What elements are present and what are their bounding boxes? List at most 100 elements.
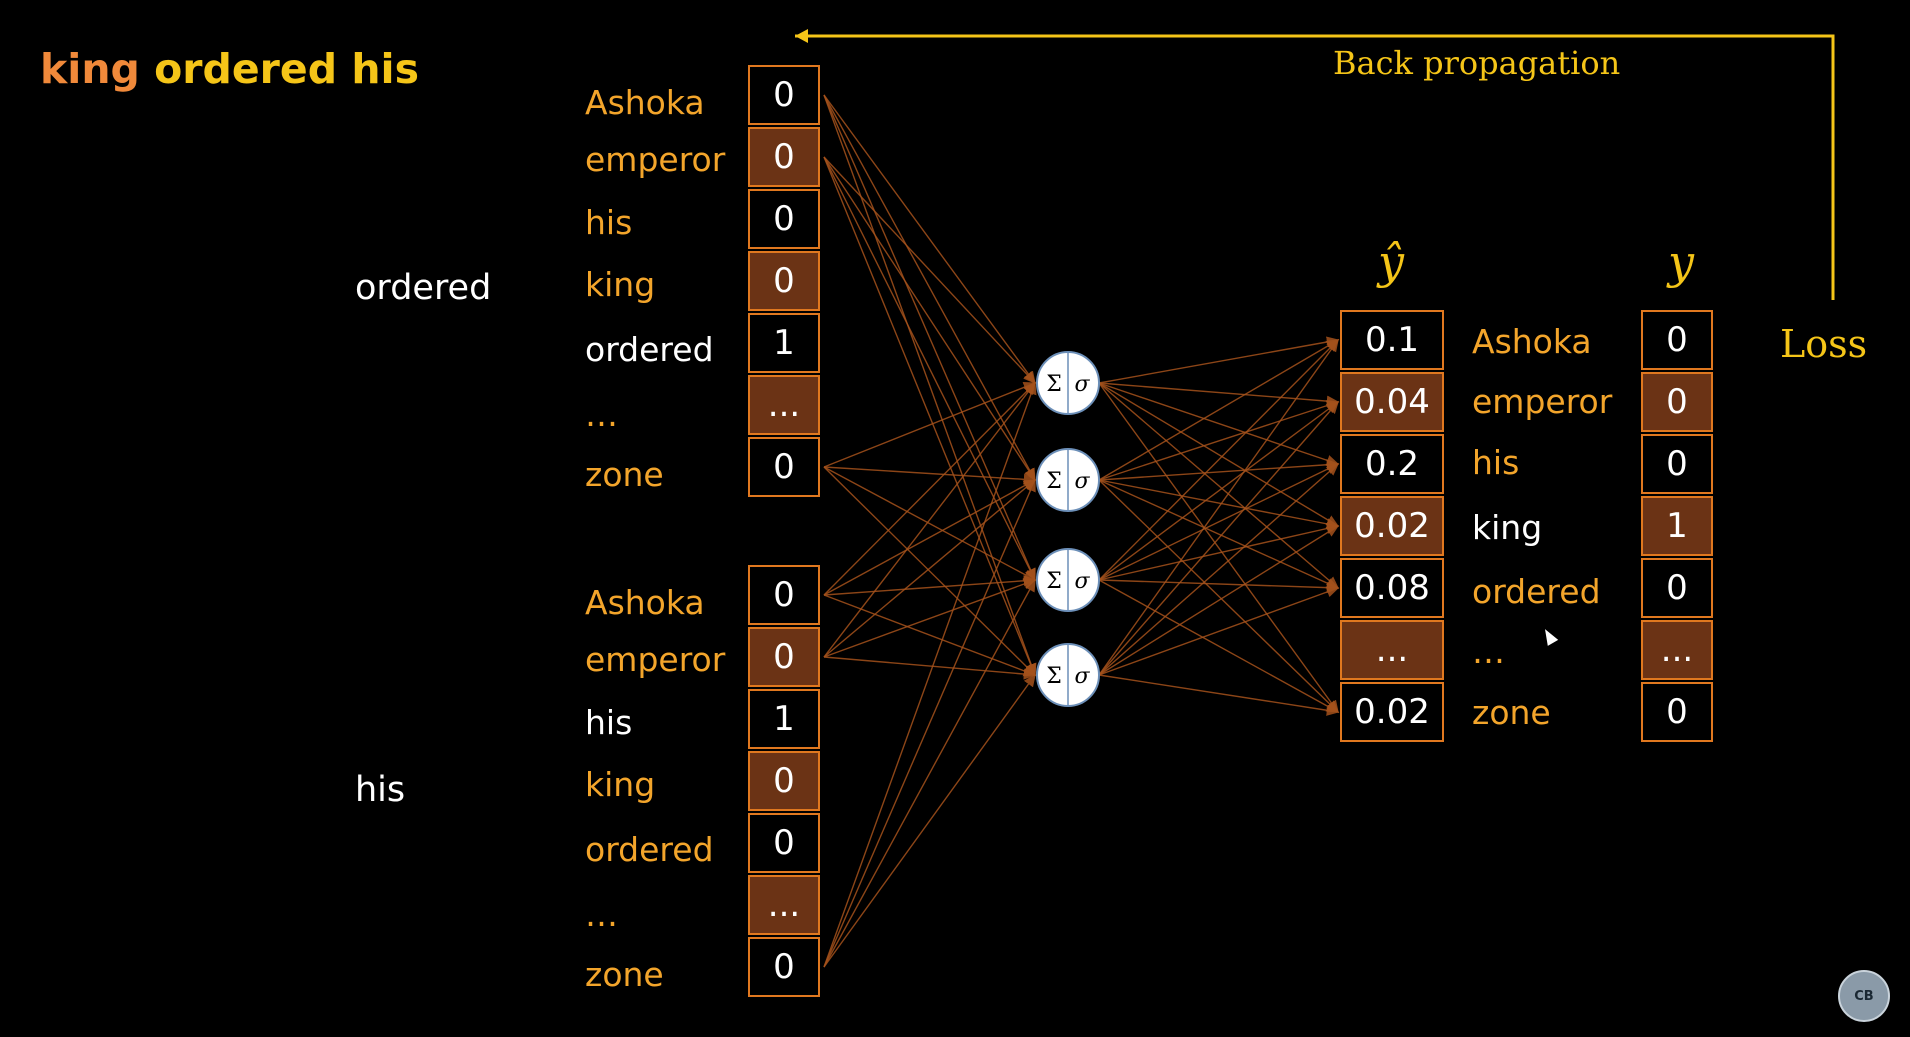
hidden-to-output-edge bbox=[1098, 382, 1340, 407]
hidden-to-output-edge bbox=[1098, 674, 1340, 716]
input-to-hidden-edge bbox=[823, 156, 1036, 385]
hidden-to-output-edge bbox=[1098, 579, 1340, 594]
loss-label: Loss bbox=[1780, 322, 1868, 366]
input-to-hidden-edge bbox=[823, 479, 1037, 596]
hidden-to-output-edge bbox=[1098, 463, 1340, 581]
input-cell: 0 bbox=[748, 813, 820, 873]
input-label: Ashoka bbox=[585, 83, 705, 122]
target-cell: 1 bbox=[1641, 496, 1713, 556]
target-cell: ... bbox=[1641, 620, 1713, 680]
input-to-hidden-edge bbox=[823, 156, 1036, 582]
sentence-word-target: king bbox=[40, 45, 140, 93]
hidden-to-output-edge bbox=[1098, 382, 1340, 527]
input-to-hidden-edge bbox=[823, 673, 1036, 968]
input-label: ordered bbox=[585, 330, 714, 369]
sentence-word-context-1: ordered bbox=[154, 45, 338, 93]
input-to-hidden-edge bbox=[823, 94, 1037, 677]
back-propagation-arrowhead bbox=[795, 29, 808, 43]
input-label: … bbox=[585, 395, 618, 434]
hidden-to-output-edge bbox=[1098, 400, 1340, 481]
input-to-hidden-edge bbox=[823, 381, 1037, 968]
neuron-activation-symbol: σ bbox=[1074, 469, 1090, 494]
sentence-word-context-2: his bbox=[351, 45, 419, 93]
input-to-hidden-edge bbox=[823, 575, 1037, 596]
back-propagation-label: Back propagation bbox=[1333, 44, 1621, 82]
input-cell: 0 bbox=[748, 751, 820, 811]
hidden-to-output-edge bbox=[1098, 463, 1340, 676]
hidden-to-output-edge bbox=[1098, 382, 1339, 714]
hidden-to-output-edge bbox=[1098, 479, 1340, 530]
input-to-hidden-edge bbox=[823, 94, 1036, 482]
output-label: Ashoka bbox=[1472, 322, 1592, 361]
target-cell: 0 bbox=[1641, 372, 1713, 432]
input-cell: ... bbox=[748, 375, 820, 435]
input-to-hidden-edge bbox=[823, 94, 1036, 385]
back-propagation-arrow bbox=[795, 34, 1835, 300]
input-to-hidden-edge bbox=[823, 156, 1036, 677]
neuron-sum-symbol: Σ bbox=[1046, 664, 1062, 689]
input-cell: 0 bbox=[748, 251, 820, 311]
neuron-sum-symbol: Σ bbox=[1046, 372, 1062, 397]
input-label: emperor bbox=[585, 640, 726, 679]
input-cell: ... bbox=[748, 875, 820, 935]
input-to-hidden-edge bbox=[823, 478, 1036, 968]
prediction-cell: 0.04 bbox=[1340, 372, 1444, 432]
input-to-hidden-edge bbox=[823, 382, 1036, 596]
hidden-to-output-edge bbox=[1098, 382, 1340, 466]
neuron-sum-symbol: Σ bbox=[1046, 469, 1062, 494]
input-to-hidden-edge bbox=[823, 381, 1036, 658]
prediction-cell: ... bbox=[1340, 620, 1444, 680]
input-cell: 1 bbox=[748, 689, 820, 749]
hidden-to-output-edge bbox=[1098, 339, 1339, 581]
prediction-cell: 0.1 bbox=[1340, 310, 1444, 370]
prediction-cell: 0.2 bbox=[1340, 434, 1444, 494]
output-label: king bbox=[1472, 508, 1543, 547]
output-label: his bbox=[1472, 443, 1520, 482]
output-label: ordered bbox=[1472, 572, 1601, 611]
input-label: his bbox=[585, 203, 633, 242]
input-cell: 0 bbox=[748, 437, 820, 497]
context-word-1: ordered bbox=[355, 268, 492, 308]
hidden-to-output-edge bbox=[1098, 401, 1340, 581]
output-label: zone bbox=[1472, 693, 1551, 732]
neuron-activation-symbol: σ bbox=[1074, 569, 1090, 594]
hidden-to-output-edge bbox=[1098, 525, 1340, 676]
input-label: king bbox=[585, 265, 656, 304]
prediction-cell: 0.02 bbox=[1340, 496, 1444, 556]
neuron-activation-symbol: σ bbox=[1074, 372, 1090, 397]
input-cell: 0 bbox=[748, 127, 820, 187]
input-cell: 0 bbox=[748, 189, 820, 249]
prediction-cell: 0.08 bbox=[1340, 558, 1444, 618]
target-header: y bbox=[1668, 235, 1694, 289]
hidden-to-output-edge bbox=[1098, 336, 1340, 384]
input-to-hidden-edge bbox=[823, 578, 1036, 968]
target-cell: 0 bbox=[1641, 558, 1713, 618]
hidden-to-output-edge bbox=[1098, 579, 1340, 713]
input-to-hidden-edge bbox=[823, 578, 1037, 658]
input-cell: 1 bbox=[748, 313, 820, 373]
input-to-hidden-edge bbox=[823, 381, 1037, 468]
input-cell: 0 bbox=[748, 565, 820, 625]
input-label: his bbox=[585, 703, 633, 742]
neuron-sum-symbol: Σ bbox=[1046, 569, 1062, 594]
input-cell: 0 bbox=[748, 65, 820, 125]
input-label: king bbox=[585, 765, 656, 804]
prediction-header: ŷ bbox=[1378, 235, 1404, 289]
input-label: emperor bbox=[585, 140, 726, 179]
input-label: ordered bbox=[585, 830, 714, 869]
output-label: … bbox=[1472, 632, 1505, 671]
input-label: zone bbox=[585, 455, 664, 494]
hidden-to-output-edge bbox=[1098, 586, 1340, 676]
hidden-to-output-edge bbox=[1098, 459, 1340, 481]
context-word-2: his bbox=[355, 770, 406, 810]
input-to-hidden-edge bbox=[823, 479, 1037, 658]
hidden-to-output-edge bbox=[1098, 382, 1340, 589]
neuron-activation-symbol: σ bbox=[1074, 664, 1090, 689]
sentence-title: king ordered his bbox=[40, 45, 419, 93]
target-cell: 0 bbox=[1641, 682, 1713, 742]
hidden-to-output-edge bbox=[1098, 523, 1340, 581]
output-label: emperor bbox=[1472, 382, 1613, 421]
